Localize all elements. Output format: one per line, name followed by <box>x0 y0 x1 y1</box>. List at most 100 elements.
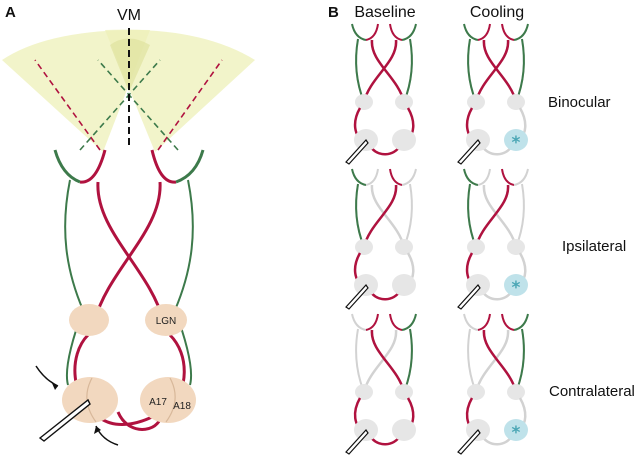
left-retina-temporal <box>351 168 367 186</box>
left-ipsilateral-fiber <box>467 38 477 103</box>
left-lgn-nucleus <box>467 94 485 110</box>
base-right-ipsi <box>403 183 413 248</box>
left-retina-nasal <box>365 23 379 41</box>
mini-contralateral-cooling: * <box>457 313 529 455</box>
cooling-asterisk: * <box>512 423 521 443</box>
panel-a: A VM LGN A <box>2 4 255 446</box>
right-ipsilateral-fiber <box>403 328 413 393</box>
top-feedback-arrow <box>35 365 59 387</box>
recording-electrode <box>345 139 369 165</box>
sight-line-right-contra <box>157 59 223 151</box>
base-cross-a <box>370 39 406 103</box>
lgn-label: LGN <box>156 316 177 327</box>
left-ipsilateral-fiber <box>355 38 365 103</box>
base-cross-b <box>474 39 510 103</box>
bottom-arrowhead <box>94 426 101 434</box>
left-lgn <box>69 304 109 336</box>
right-retina-temporal <box>401 168 417 186</box>
right-lgn-nucleus <box>395 94 413 110</box>
left-lgn-nucleus <box>355 384 373 400</box>
left-retina-nasal <box>365 313 379 331</box>
crossing-fiber-a <box>482 39 518 103</box>
panel-b: B Baseline Cooling Binocular Ipsilateral… <box>328 4 635 455</box>
row-label-contralateral: Contralateral <box>549 383 635 400</box>
cooled-cortex-area <box>504 274 528 296</box>
left-retina-nasal <box>365 168 379 186</box>
right-visual-cortex <box>140 377 196 423</box>
mini-ipsilateral-cooling: * <box>457 168 529 310</box>
left-ipsilateral-fiber <box>64 179 85 386</box>
left-retina-temporal <box>351 313 367 331</box>
left-ipsilateral-fiber <box>467 183 477 248</box>
left-retina-temporal <box>53 149 81 184</box>
crossing-fiber-a <box>370 329 406 393</box>
right-retina-nasal <box>389 313 403 331</box>
left-lgn-nucleus <box>467 384 485 400</box>
base-cross-a <box>482 329 518 393</box>
base-left-ipsi <box>355 328 365 393</box>
left-lgn-nucleus <box>355 94 373 110</box>
mini-ipsilateral-baseline <box>345 168 417 310</box>
right-retina-nasal <box>501 168 515 186</box>
left-retina-temporal <box>351 23 367 41</box>
right-retina-temporal <box>175 149 205 184</box>
mini-binocular-cooling: * <box>457 23 529 165</box>
left-retina-temporal <box>463 313 479 331</box>
right-lgn-nucleus <box>395 239 413 255</box>
right-lgn-nucleus <box>395 384 413 400</box>
left-eye-visual-field <box>2 29 150 152</box>
right-contralateral-fiber <box>93 181 162 321</box>
base-cross-b <box>474 329 510 393</box>
right-retina-nasal <box>150 149 177 184</box>
right-retina-temporal <box>513 168 529 186</box>
column-header-cooling: Cooling <box>470 4 524 21</box>
crossing-fiber-b <box>474 184 510 248</box>
base-cross-b <box>362 184 398 248</box>
right-retina-nasal <box>501 23 515 41</box>
recording-electrode <box>457 284 481 310</box>
right-retina-temporal <box>513 23 529 41</box>
left-retina-nasal <box>477 23 491 41</box>
recording-electrode <box>345 429 369 455</box>
base-cross-a <box>370 184 406 248</box>
base-cross-b <box>474 184 510 248</box>
base-cross-b <box>362 39 398 103</box>
right-lgn-nucleus <box>507 94 525 110</box>
left-retina-temporal <box>463 23 479 41</box>
crossing-fiber-b <box>474 39 510 103</box>
left-lgn-nucleus <box>467 239 485 255</box>
right-retina-temporal <box>401 313 417 331</box>
right-lgn-nucleus <box>507 384 525 400</box>
right-ipsilateral-fiber <box>515 328 525 393</box>
cooled-cortex-area <box>504 129 528 151</box>
base-left-ipsi <box>467 328 477 393</box>
right-retina-nasal <box>501 313 515 331</box>
panel-b-letter: B <box>328 4 339 21</box>
right-cortex-nucleus <box>392 419 416 441</box>
recording-electrode <box>457 429 481 455</box>
mini-diagram-grid: *** <box>345 23 529 455</box>
row-label-ipsilateral: Ipsilateral <box>562 238 626 255</box>
recording-electrode <box>345 284 369 310</box>
left-retina-nasal <box>477 168 491 186</box>
left-retina-nasal <box>477 313 491 331</box>
left-retina-nasal <box>79 149 107 184</box>
base-cross-b <box>362 329 398 393</box>
cooled-cortex-area <box>504 419 528 441</box>
right-lgn <box>145 304 187 336</box>
right-retina-temporal <box>513 313 529 331</box>
right-retina-nasal <box>389 168 403 186</box>
vertical-meridian-label: VM <box>117 7 141 24</box>
left-lgn-nucleus <box>355 239 373 255</box>
base-cross-a <box>482 184 518 248</box>
crossing-fiber-b <box>362 39 398 103</box>
column-header-baseline: Baseline <box>354 4 415 21</box>
base-right-ipsi <box>515 183 525 248</box>
right-retina-temporal <box>401 23 417 41</box>
row-label-binocular: Binocular <box>548 94 611 111</box>
mini-contralateral-baseline <box>345 313 417 455</box>
right-ipsilateral-fiber <box>173 179 194 386</box>
a18-label: A18 <box>173 401 191 412</box>
right-cortex-nucleus <box>392 274 416 296</box>
